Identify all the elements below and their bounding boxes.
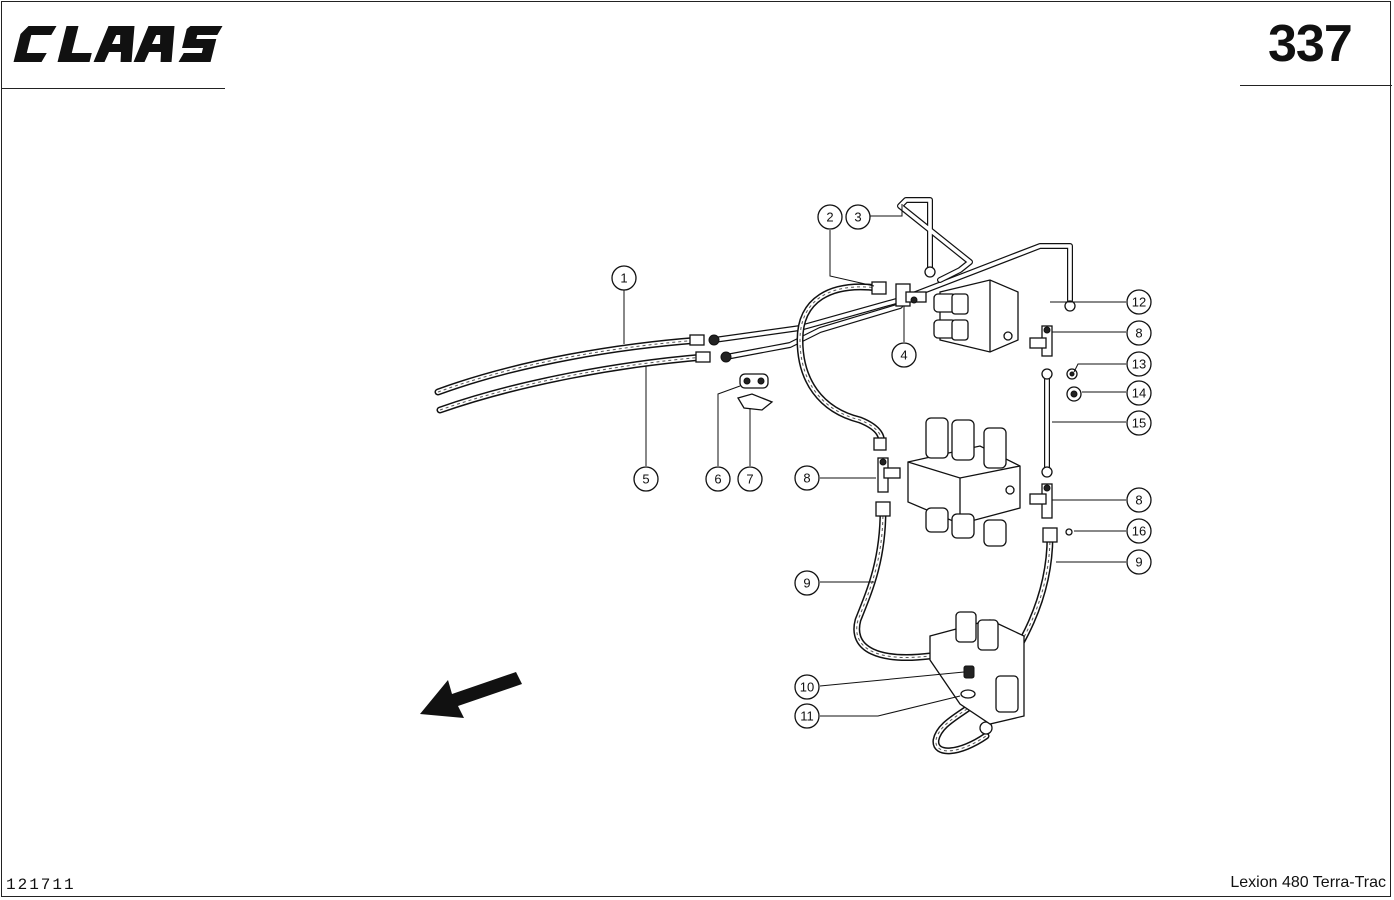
callout-4: 4 bbox=[891, 342, 917, 368]
document-id: 121711 bbox=[6, 876, 76, 894]
callout-7: 7 bbox=[737, 466, 763, 492]
tee-fitting-4 bbox=[895, 283, 927, 307]
page-number: 337 bbox=[1268, 15, 1353, 73]
callout-12: 12 bbox=[1126, 289, 1152, 315]
callout-9-right: 9 bbox=[1126, 549, 1152, 575]
pipe-upper bbox=[708, 243, 1076, 346]
valve-block-center bbox=[907, 417, 1021, 547]
callout-8-upper: 8 bbox=[1126, 320, 1152, 346]
washer-11 bbox=[960, 689, 976, 699]
svg-text:8: 8 bbox=[803, 471, 810, 486]
machine-model: Lexion 480 Terra-Trac bbox=[1230, 874, 1386, 891]
svg-text:12: 12 bbox=[1132, 295, 1146, 310]
pipe-3 bbox=[897, 197, 973, 283]
svg-text:1: 1 bbox=[620, 271, 627, 286]
washer-16 bbox=[1065, 528, 1073, 536]
clamp-6 bbox=[739, 373, 769, 389]
nut-13 bbox=[1066, 368, 1078, 380]
pipe-15 bbox=[1041, 368, 1053, 478]
svg-text:3: 3 bbox=[854, 210, 861, 225]
svg-text:5: 5 bbox=[642, 472, 649, 487]
svg-text:6: 6 bbox=[714, 472, 721, 487]
valve-block-lower bbox=[929, 611, 1025, 725]
callout-16: 16 bbox=[1126, 518, 1152, 544]
fitting-8-right bbox=[1029, 483, 1053, 519]
fitting-8-upper bbox=[1029, 325, 1053, 357]
callout-6: 6 bbox=[705, 466, 731, 492]
svg-text:4: 4 bbox=[900, 348, 907, 363]
svg-text:9: 9 bbox=[1135, 555, 1142, 570]
svg-text:13: 13 bbox=[1132, 357, 1146, 372]
pipe-lower bbox=[720, 303, 903, 363]
callout-11: 11 bbox=[794, 703, 820, 729]
screw-10 bbox=[963, 665, 975, 679]
header-rule-left bbox=[1, 88, 225, 89]
callout-1: 1 bbox=[611, 265, 637, 291]
callout-2: 2 bbox=[817, 204, 843, 230]
svg-text:7: 7 bbox=[746, 472, 753, 487]
claas-logo bbox=[13, 26, 223, 62]
leader-lines bbox=[623, 204, 1126, 717]
svg-text:15: 15 bbox=[1132, 416, 1146, 431]
callout-3: 3 bbox=[845, 204, 871, 230]
callout-5: 5 bbox=[633, 466, 659, 492]
callout-15: 15 bbox=[1126, 410, 1152, 436]
callout-13: 13 bbox=[1126, 351, 1152, 377]
header-rule-right bbox=[1240, 85, 1392, 86]
svg-text:9: 9 bbox=[803, 576, 810, 591]
hose-1 bbox=[434, 334, 705, 396]
callout-14: 14 bbox=[1126, 380, 1152, 406]
callout-10: 10 bbox=[794, 674, 820, 700]
svg-text:10: 10 bbox=[800, 680, 814, 695]
direction-arrow bbox=[420, 672, 522, 718]
valve-block-upper bbox=[933, 279, 1019, 353]
svg-text:11: 11 bbox=[800, 709, 814, 724]
fitting-8-left bbox=[877, 457, 901, 493]
svg-text:8: 8 bbox=[1135, 493, 1142, 508]
hose-2 bbox=[796, 281, 887, 451]
fitting-14 bbox=[1066, 386, 1082, 402]
callout-8-right: 8 bbox=[1126, 487, 1152, 513]
clip-7 bbox=[737, 393, 774, 411]
hose-5 bbox=[436, 351, 711, 414]
svg-text:8: 8 bbox=[1135, 326, 1142, 341]
callout-9-left: 9 bbox=[794, 570, 820, 596]
svg-text:14: 14 bbox=[1132, 386, 1146, 401]
callout-8-left: 8 bbox=[794, 465, 820, 491]
svg-text:16: 16 bbox=[1132, 524, 1146, 539]
svg-text:2: 2 bbox=[826, 210, 833, 225]
